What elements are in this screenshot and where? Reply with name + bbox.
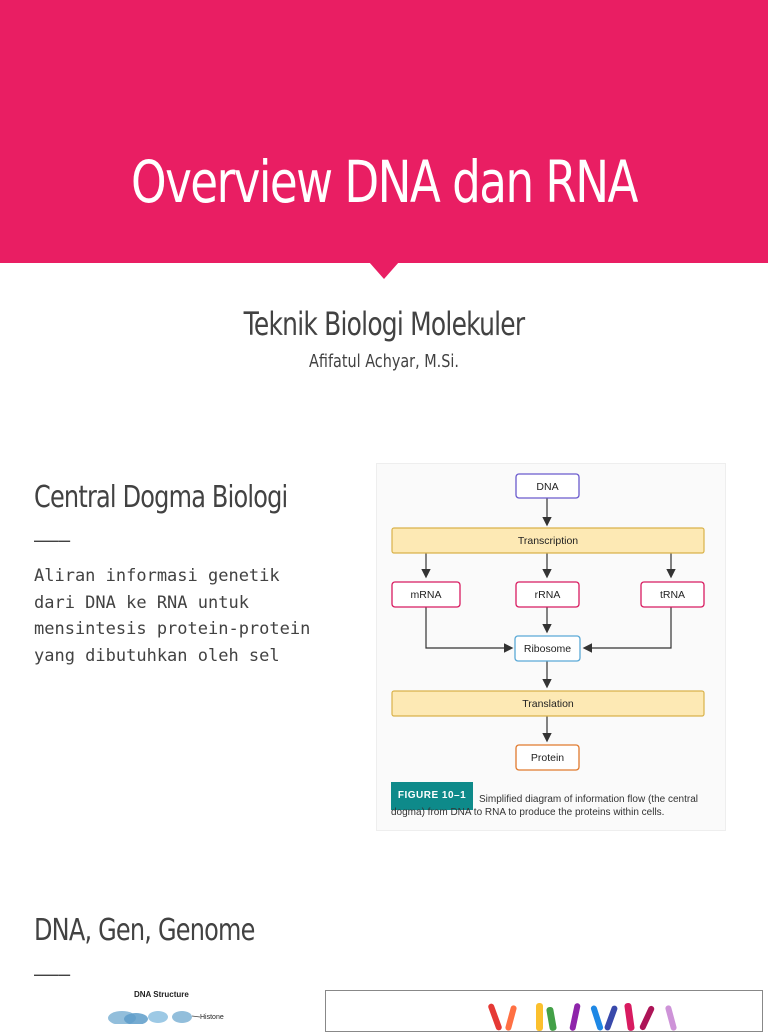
node-translation bbox=[391, 690, 705, 717]
node-rrna bbox=[515, 581, 580, 608]
node-trna bbox=[640, 581, 705, 608]
course-subtitle: Teknik Biologi Molekuler bbox=[243, 305, 525, 343]
banner-pointer bbox=[369, 262, 399, 279]
label-dna: DNA bbox=[536, 481, 558, 493]
chromosome-figure bbox=[325, 990, 763, 1032]
diagram-connectors bbox=[421, 498, 676, 743]
dna-structure-illustration bbox=[108, 1011, 201, 1024]
slide-title: Overview DNA dan RNA bbox=[131, 148, 638, 216]
figure-caption-text: Simplified diagram of information flow (… bbox=[391, 794, 698, 818]
label-translation: Translation bbox=[522, 698, 574, 710]
label-ribosome: Ribosome bbox=[524, 643, 571, 655]
section-title-dna-gen-genome: DNA, Gen, Genome bbox=[34, 913, 255, 948]
node-ribosome bbox=[514, 635, 581, 662]
figure-badge: FIGURE 10–1 bbox=[391, 782, 473, 810]
label-trna: tRNA bbox=[660, 589, 685, 601]
central-dogma-figure: DNA Transcription mRNA rRNA tRNA Ribosom… bbox=[376, 463, 726, 831]
section-divider: ——— bbox=[34, 528, 71, 552]
section-body-central-dogma: Aliran informasi genetik dari DNA ke RNA… bbox=[34, 566, 311, 666]
node-protein bbox=[515, 744, 580, 771]
label-transcription: Transcription bbox=[518, 535, 578, 547]
section-divider-2: ——— bbox=[34, 962, 71, 986]
label-rrna: rRNA bbox=[535, 589, 561, 601]
label-protein: Protein bbox=[531, 752, 564, 764]
histone-label: Histone bbox=[200, 1014, 224, 1021]
section-title-central-dogma: Central Dogma Biologi bbox=[34, 480, 288, 515]
dna-structure-figure: DNA Structure Histone bbox=[100, 990, 260, 1024]
central-dogma-diagram: DNA Transcription mRNA rRNA tRNA Ribosom… bbox=[391, 473, 705, 771]
label-mrna: mRNA bbox=[411, 589, 442, 601]
dna-structure-label: DNA Structure bbox=[134, 990, 189, 999]
node-dna bbox=[515, 473, 580, 499]
chromosome-illustration bbox=[488, 1002, 677, 1031]
node-mrna bbox=[391, 581, 461, 608]
figure-caption: Simplified diagram of information flow (… bbox=[391, 793, 721, 819]
author-name: Afifatul Achyar, M.Si. bbox=[309, 351, 459, 372]
title-banner: Overview DNA dan RNA bbox=[0, 0, 768, 263]
node-transcription bbox=[391, 527, 705, 554]
